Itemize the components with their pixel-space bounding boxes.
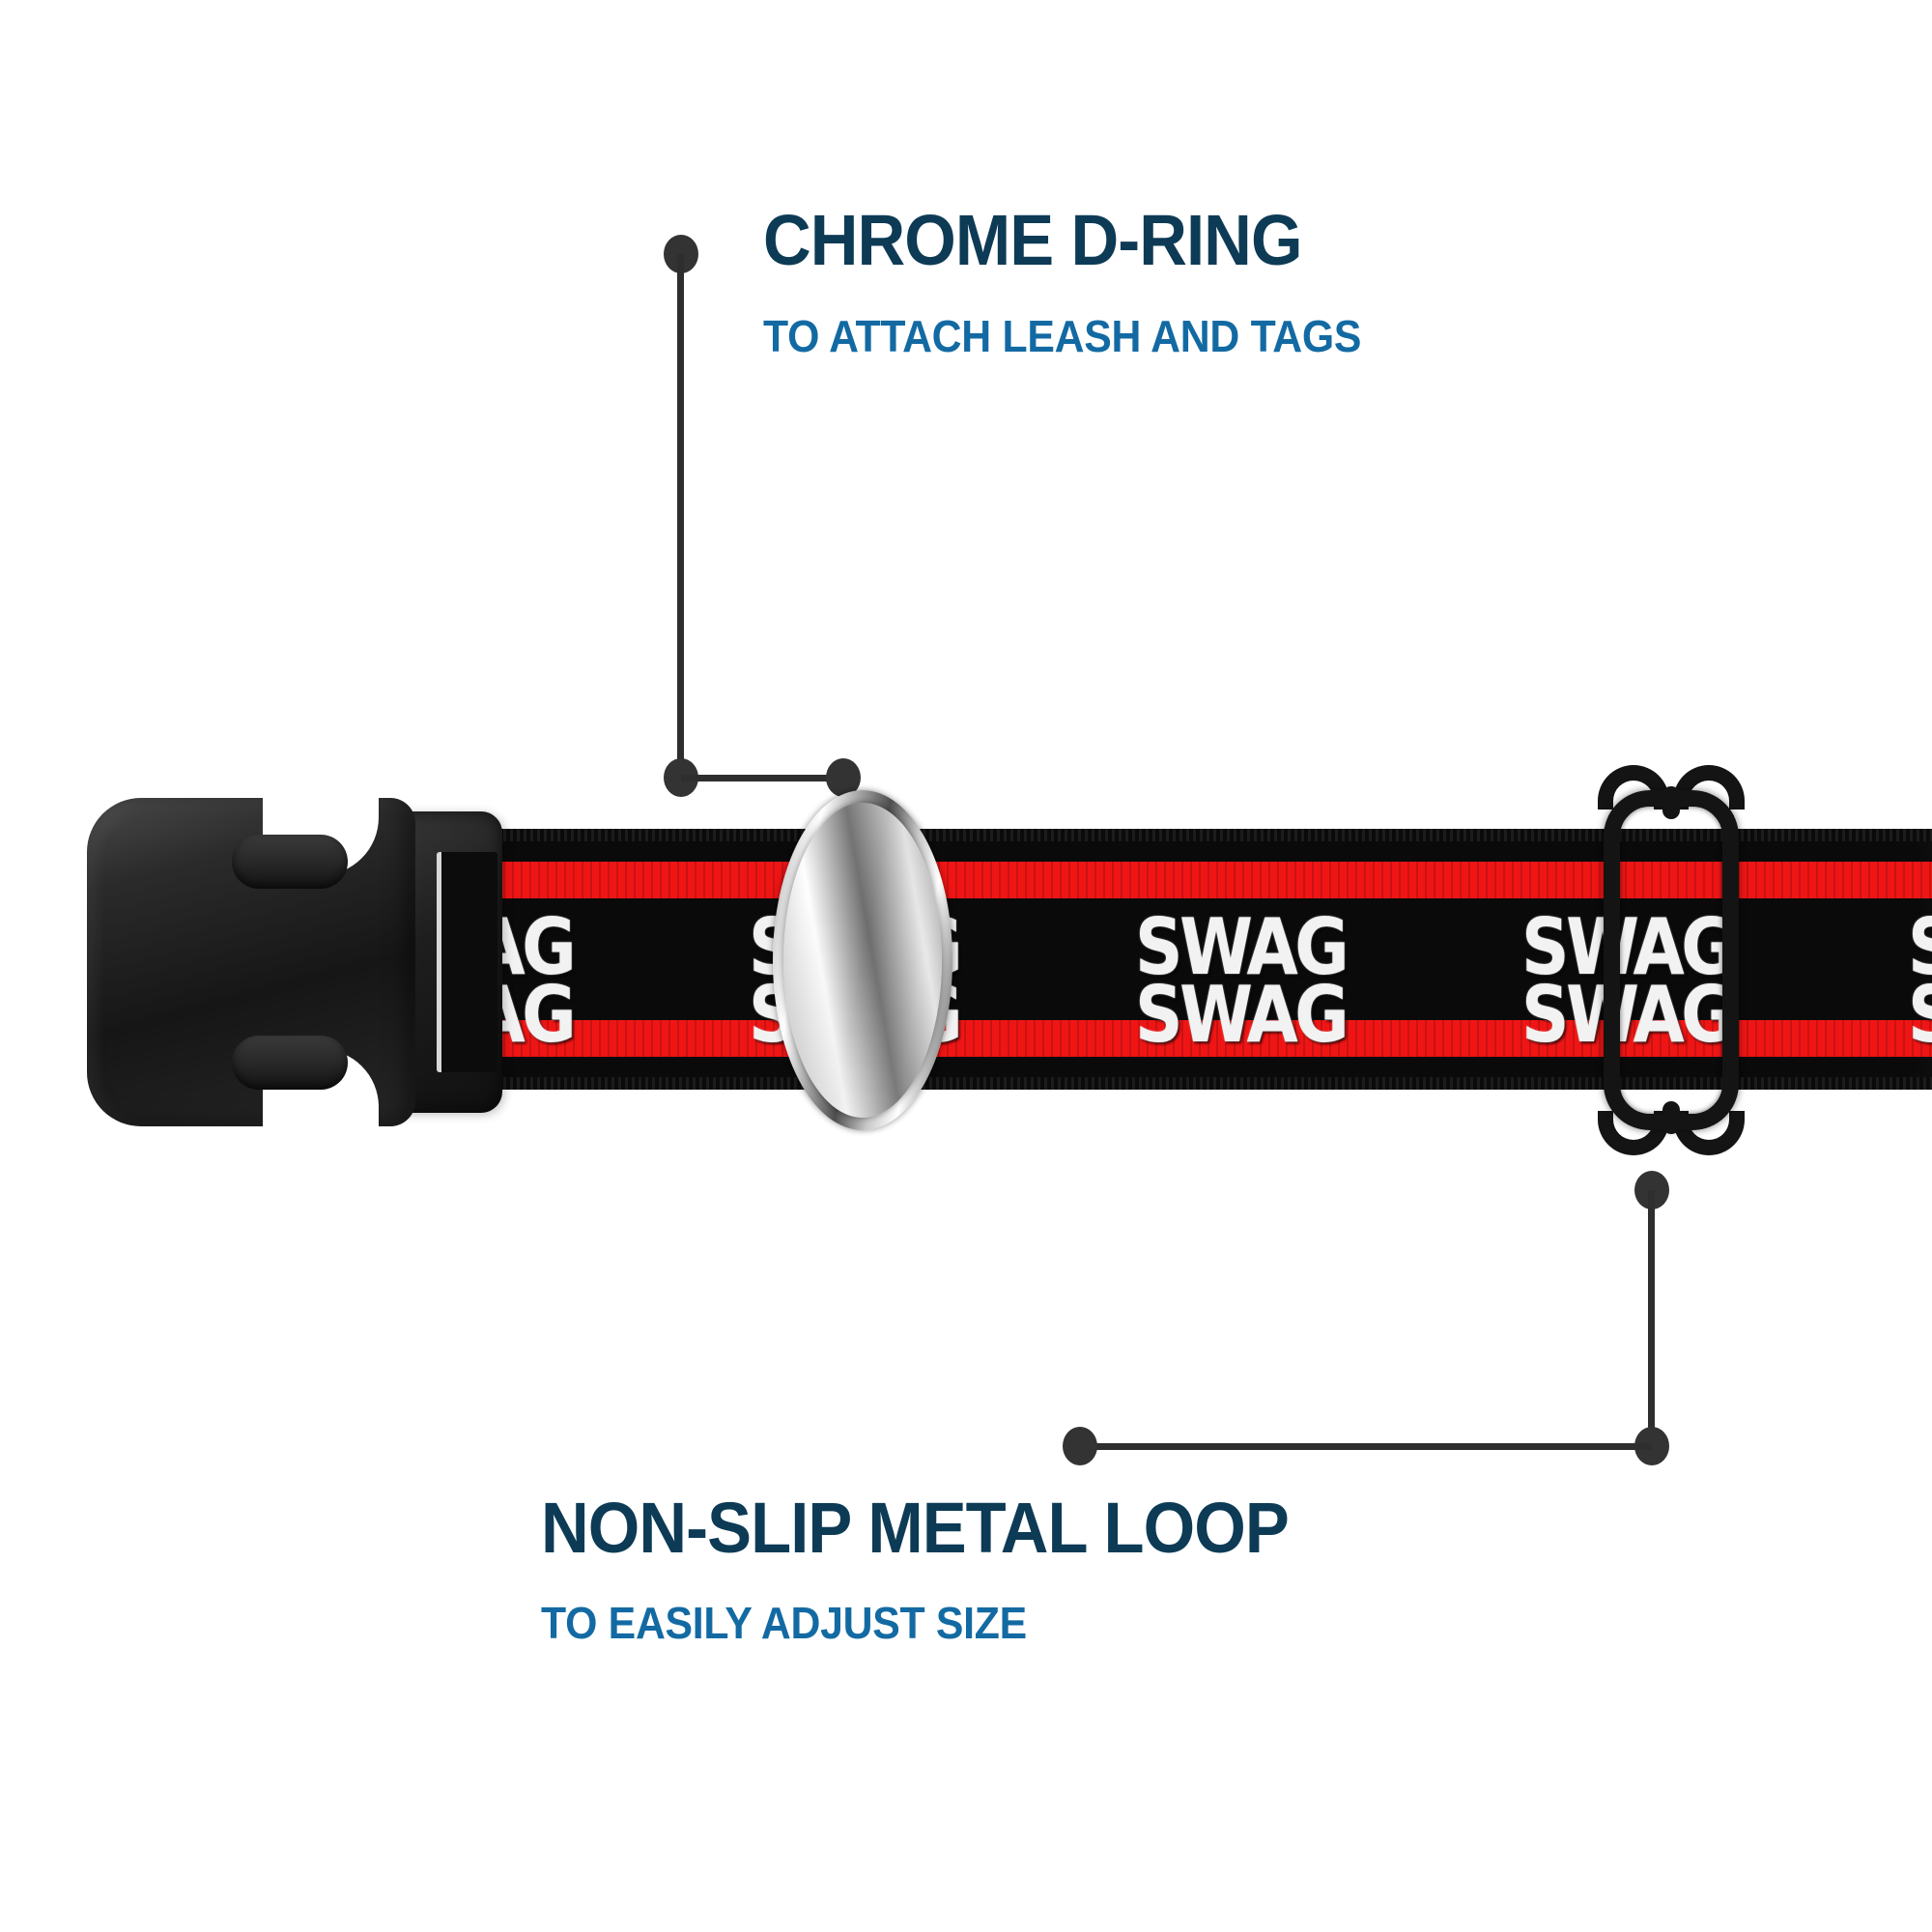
red-stripe-bottom: [382, 1020, 1932, 1057]
swag-wordmark-line: SWAG: [1521, 912, 1736, 992]
buckle-webbing-slot: [437, 852, 497, 1072]
swag-wordmark-line: SWAG: [1521, 970, 1736, 1057]
callout-subhead-non-slip-metal-loop: TO EASILY ADJUST SIZE: [541, 1598, 1027, 1648]
swag-wordmark-line: SWAG: [1908, 977, 1932, 1054]
buckle-release-arm-top: [232, 835, 348, 889]
callout-line-horizontal-bottom: [1092, 1443, 1652, 1450]
callout-line-horizontal-top: [681, 775, 855, 781]
red-stripe-top: [382, 862, 1932, 898]
swag-wordmark: SWAG SWAG: [1908, 912, 1932, 1057]
strap-edge-top: [382, 829, 1932, 841]
callout-headline-non-slip-metal-loop: NON-SLIP METAL LOOP: [541, 1488, 1290, 1568]
callout-subhead-chrome-d-ring: TO ATTACH LEASH AND TAGS: [763, 311, 1362, 361]
swag-wordmark-line: SWAG: [1135, 912, 1350, 992]
metal-adjuster-loop: [1598, 765, 1745, 1155]
callout-line-vertical-top: [677, 254, 684, 781]
callout-headline-chrome-d-ring: CHROME D-RING: [763, 200, 1302, 280]
swag-wordmark: SWAG SWAG: [1135, 912, 1425, 1057]
strap-edge-bottom: [382, 1077, 1932, 1090]
loop-frame: [1604, 790, 1739, 1130]
side-release-buckle: [87, 792, 502, 1132]
swag-wordmark: SWAG SWAG: [1521, 912, 1811, 1057]
swag-wordmark-line: SWAG: [1135, 970, 1350, 1057]
loop-pinch-bottom: [1662, 1101, 1680, 1134]
buckle-release-arm-bottom: [232, 1036, 348, 1090]
swag-wordmark-line: SWAG: [1908, 912, 1932, 986]
callout-dot-bottom-anchor: [1063, 1427, 1097, 1465]
d-ring-inner-band: [783, 803, 942, 1118]
loop-pinch-top: [1662, 786, 1680, 819]
callout-line-vertical-bottom: [1648, 1190, 1655, 1449]
chrome-d-ring: [773, 790, 952, 1130]
callout-dot-target-d-ring: [826, 758, 861, 797]
